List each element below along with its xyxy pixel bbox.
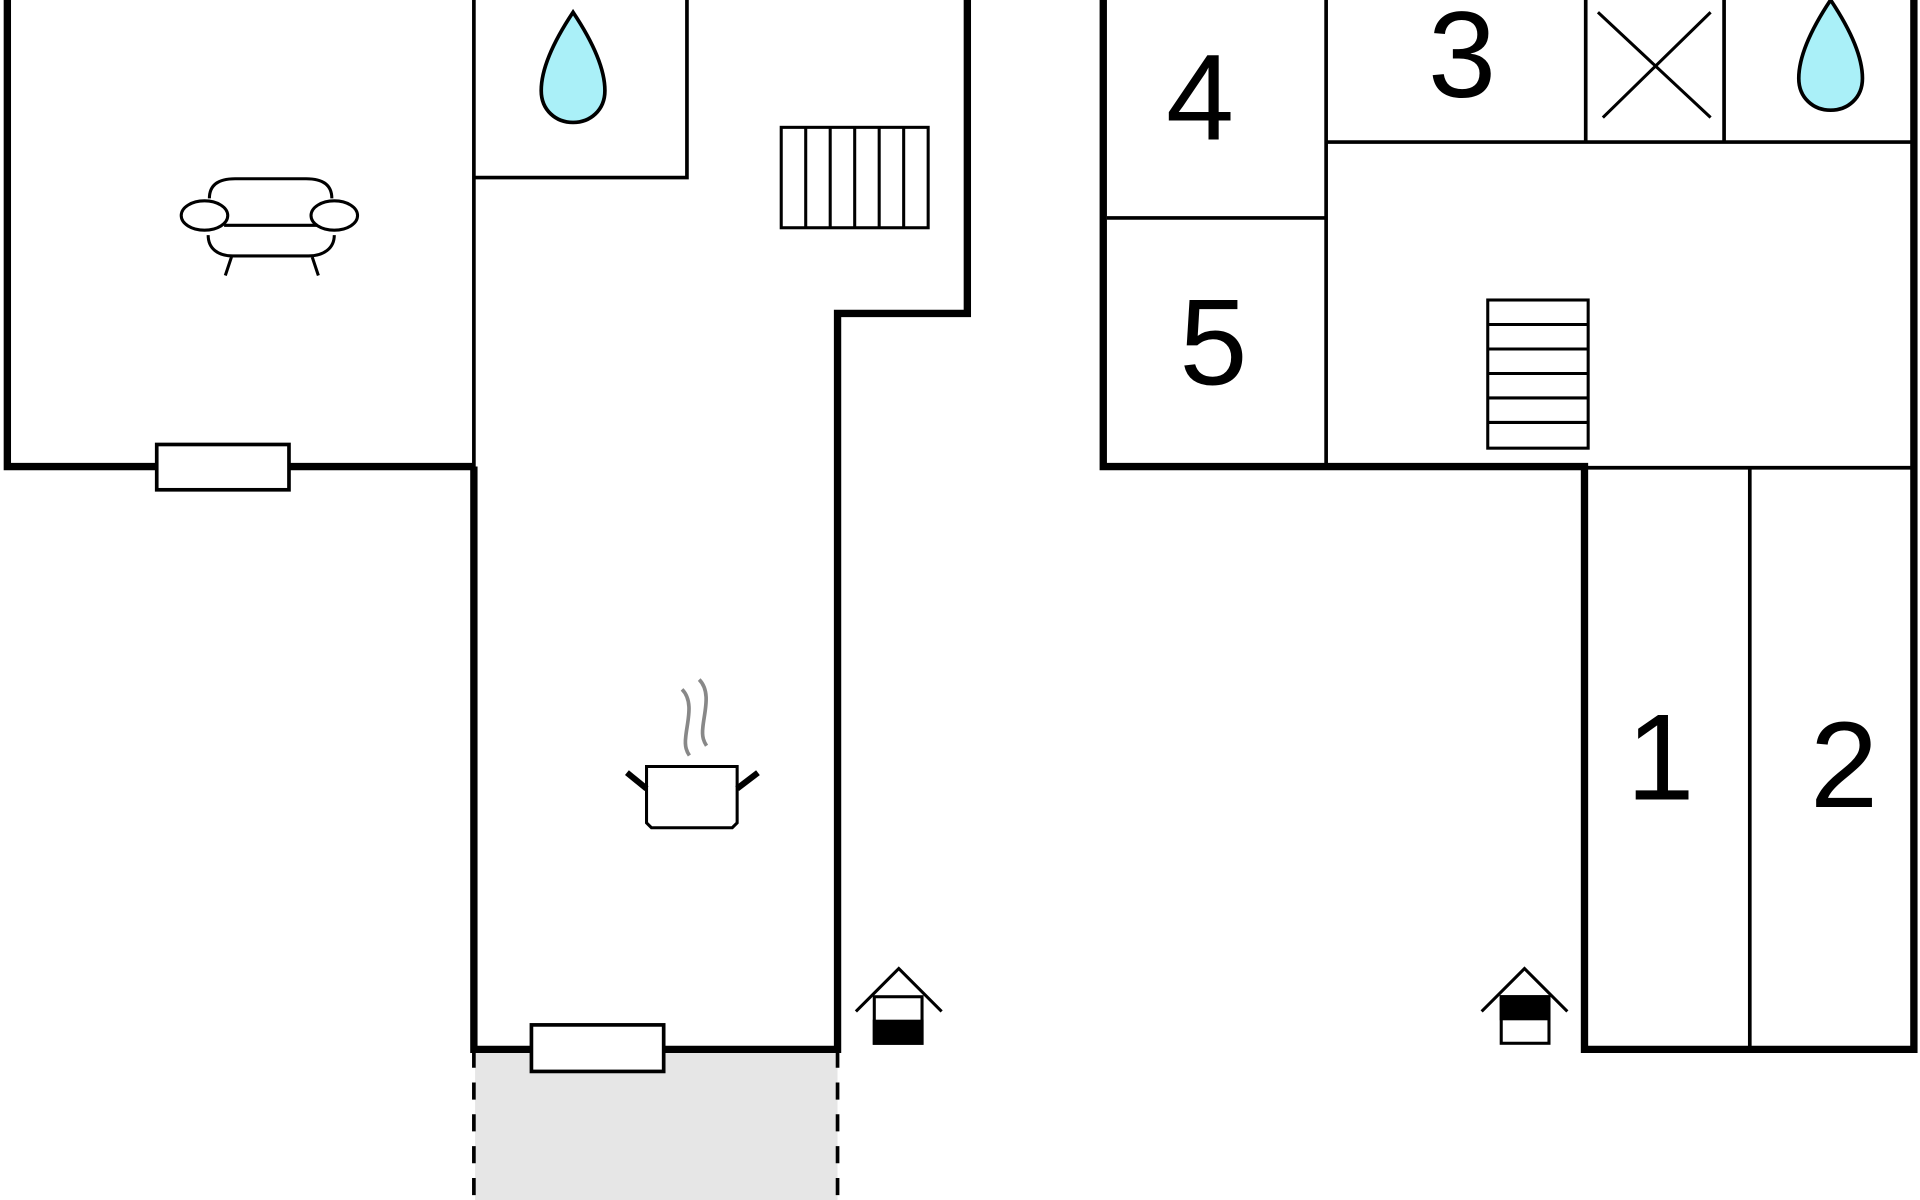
window-living-room [154,442,291,492]
floor-level-up-icon [1480,966,1569,1045]
room-number-3: 3 [1428,0,1496,123]
window-kitchen [529,1023,666,1074]
sofa-icon [179,177,360,276]
wall-bathroom [475,0,689,180]
wall-right-outer [1099,0,1918,1054]
water-drop-icon [539,8,607,125]
right-building [1099,0,1918,1054]
room-number-1: 1 [1626,689,1694,826]
terrace-area [475,1050,838,1200]
water-drop-icon [1796,0,1865,113]
room-number-5: 5 [1179,273,1247,410]
wall-living-left [3,0,474,471]
left-building [3,0,972,1054]
cooking-pot-icon [625,678,760,830]
floor-level-down-icon [854,966,943,1045]
room-number-4: 4 [1166,29,1234,166]
toilet-icon [1596,11,1712,119]
stairs-icon [1486,298,1590,450]
room-number-2: 2 [1810,696,1878,833]
stairs-icon [779,125,930,230]
wall-kitchen-outer [470,0,972,1054]
